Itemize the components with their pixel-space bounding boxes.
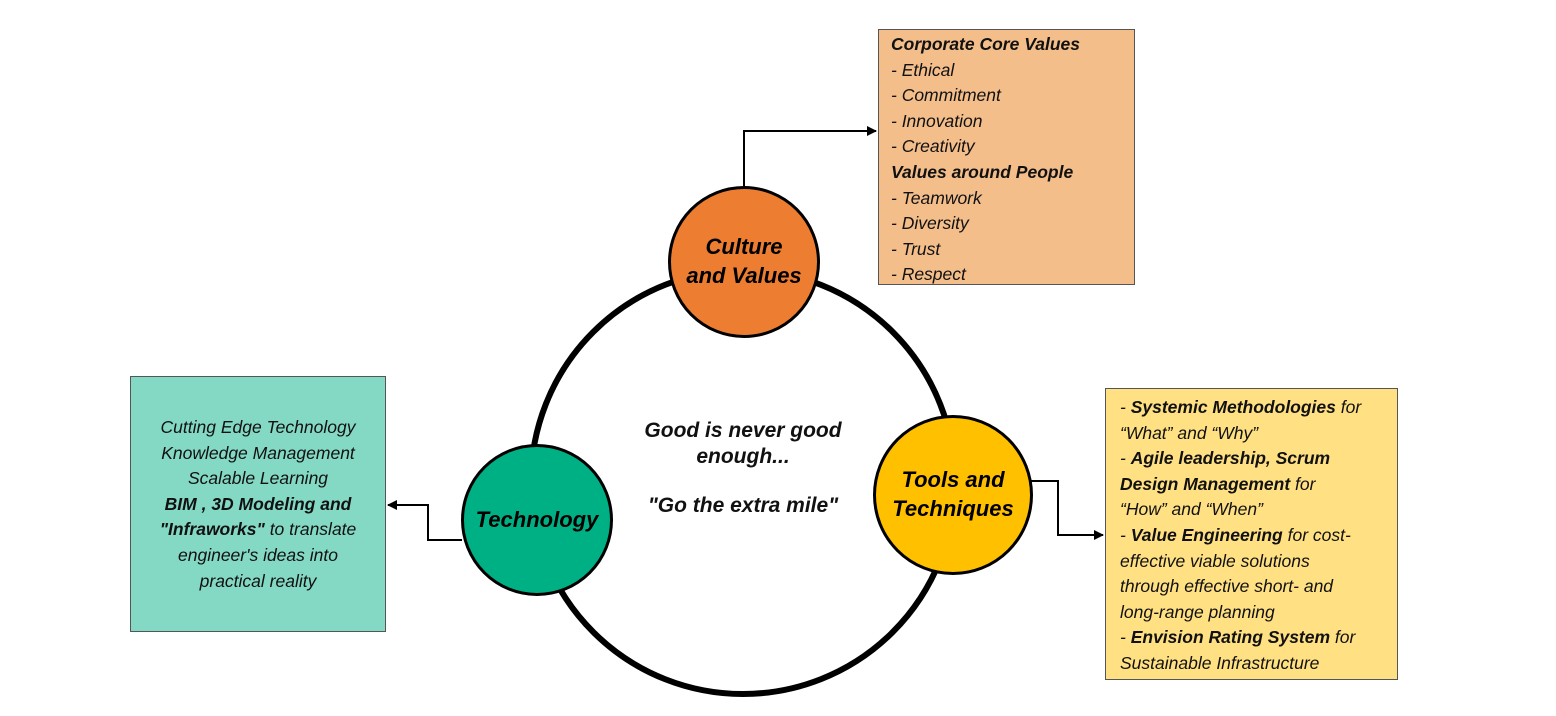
values-box: Corporate Core Values - Ethical - Commit… — [878, 29, 1135, 285]
values-heading-core: Corporate Core Values — [891, 34, 1080, 54]
connector-technology-to-tech-box — [387, 500, 462, 541]
values-people-item: - Teamwork — [891, 187, 982, 208]
node-tools-line2: Techniques — [892, 496, 1014, 521]
motto-line2: enough... — [696, 445, 790, 469]
tech-line-rest: to translate — [264, 519, 357, 540]
tools-box: - Systemic Methodologies for “What” and … — [1105, 388, 1398, 680]
values-heading-people: Values around People — [891, 161, 1074, 182]
values-people-item: - Trust — [891, 238, 941, 259]
tools-item-bold: Systemic Methodologies — [1130, 397, 1336, 417]
technology-box: Cutting Edge Technology Knowledge Manage… — [130, 376, 386, 632]
node-culture-line1: Culture — [705, 234, 783, 260]
tools-item-bold: Envision Rating System — [1130, 627, 1331, 648]
tools-item-text: for — [1290, 473, 1316, 494]
tools-item-bold: Agile leadership, Scrum — [1130, 448, 1331, 469]
tech-line: Cutting Edge Technology — [160, 417, 356, 437]
tech-line: engineer's ideas into — [178, 544, 338, 565]
tools-item-text: effective viable solutions — [1120, 550, 1310, 571]
node-technology-label: Technology — [475, 506, 599, 532]
tools-item-text: long-range planning — [1120, 601, 1275, 622]
tools-item-text: Sustainable Infrastructure — [1120, 652, 1320, 673]
values-core-item: - Ethical — [891, 59, 955, 80]
values-people-item: - Respect — [891, 264, 966, 285]
tools-item-text: for cost- — [1282, 524, 1351, 545]
center-motto: Good is never good enough... "Go the ext… — [608, 418, 878, 519]
values-core-item: - Innovation — [891, 110, 983, 131]
tech-bold-infraworks: "Infraworks" — [159, 519, 265, 540]
tech-line: practical reality — [199, 570, 317, 591]
motto-line3: "Go the extra mile" — [647, 493, 839, 517]
tools-dash: - — [1120, 627, 1131, 648]
tools-item-bold: Value Engineering — [1130, 524, 1283, 545]
tech-line: Knowledge Management — [161, 442, 355, 463]
connector-tools-to-tools-box — [1030, 480, 1104, 540]
node-tools-line1: Tools and — [901, 467, 1005, 493]
tools-item-text: through effective short- and — [1120, 576, 1334, 597]
values-core-item: - Commitment — [891, 85, 1001, 106]
tech-bold-line: BIM , 3D Modeling and — [164, 493, 352, 514]
values-core-item: - Creativity — [891, 136, 975, 157]
values-people-item: - Diversity — [891, 213, 969, 234]
node-tools-and-techniques: Tools and Techniques — [873, 415, 1033, 575]
tools-item-text: “What” and “Why” — [1120, 422, 1259, 443]
node-culture-and-values: Culture and Values — [668, 186, 820, 338]
connector-culture-to-values — [743, 126, 877, 186]
tools-dash: - — [1120, 524, 1131, 545]
tools-item-bold: Design Management — [1120, 473, 1291, 494]
tools-item-text: for — [1330, 627, 1356, 648]
motto-line1: Good is never good — [644, 419, 842, 442]
tools-item-text: “How” and “When” — [1120, 499, 1263, 520]
node-culture-line2: and Values — [686, 263, 802, 288]
tools-dash: - — [1120, 448, 1131, 469]
node-technology: Technology — [461, 444, 613, 596]
tools-item-text: for — [1335, 397, 1362, 417]
tech-line: Scalable Learning — [187, 468, 329, 489]
tools-dash: - — [1120, 397, 1131, 417]
